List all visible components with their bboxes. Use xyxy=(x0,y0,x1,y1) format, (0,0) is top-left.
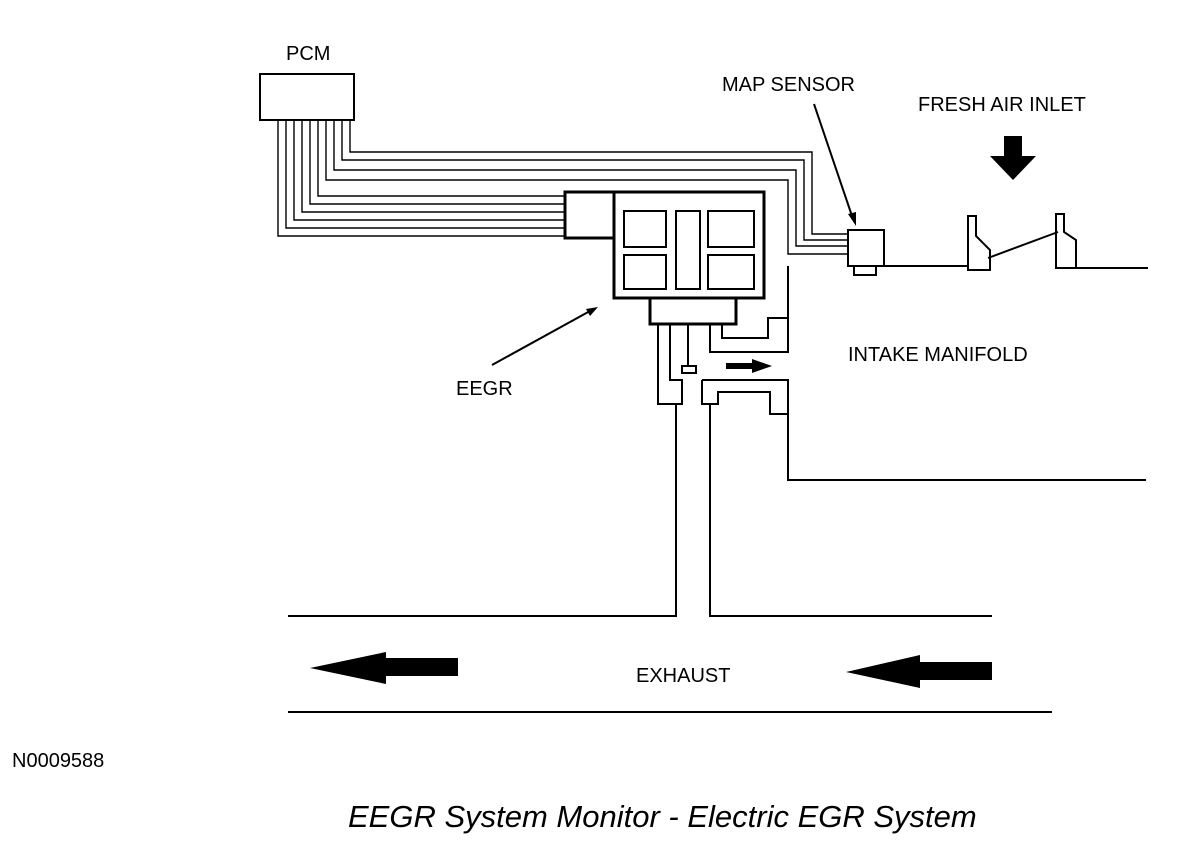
fresh-air-arrow: FRESH AIR INLET xyxy=(918,94,1086,180)
egr-flow-arrow xyxy=(726,359,772,373)
fresh-air-inlet-label: FRESH AIR INLET xyxy=(918,94,1086,116)
eegr-intake-passage xyxy=(709,266,789,353)
figure-caption: EEGR System Monitor - Electric EGR Syste… xyxy=(348,799,977,834)
pcm-to-map-wiring xyxy=(325,120,848,255)
throttle-plate xyxy=(987,231,1059,259)
exhaust-flow-arrow-left xyxy=(310,652,458,684)
egr-tube xyxy=(288,324,992,617)
exhaust-label: EXHAUST xyxy=(636,665,730,687)
intake-manifold-label: INTAKE MANIFOLD xyxy=(848,344,1028,366)
pcm-label: PCM xyxy=(286,43,330,65)
eegr-callout: EEGR xyxy=(456,307,598,400)
pcm-module: PCM xyxy=(259,43,355,121)
eegr-pintle xyxy=(681,365,697,374)
eegr-valve-base xyxy=(648,296,738,326)
intake-manifold-top-wall xyxy=(884,213,1148,271)
pcm-to-eegr-wiring xyxy=(277,120,565,237)
eegr-motor-body xyxy=(612,190,766,300)
figure-id: N0009588 xyxy=(12,750,104,772)
exhaust-flow-arrow-right xyxy=(846,655,992,688)
eegr-label: EEGR xyxy=(456,378,513,400)
eegr-valve xyxy=(563,190,766,374)
map-sensor: MAP SENSOR xyxy=(722,74,885,276)
eegr-connector xyxy=(563,190,616,240)
intake-manifold-bottom-wall xyxy=(701,379,1146,481)
exhaust-pipe: EXHAUST xyxy=(288,665,1052,713)
map-sensor-label: MAP SENSOR xyxy=(722,74,855,96)
